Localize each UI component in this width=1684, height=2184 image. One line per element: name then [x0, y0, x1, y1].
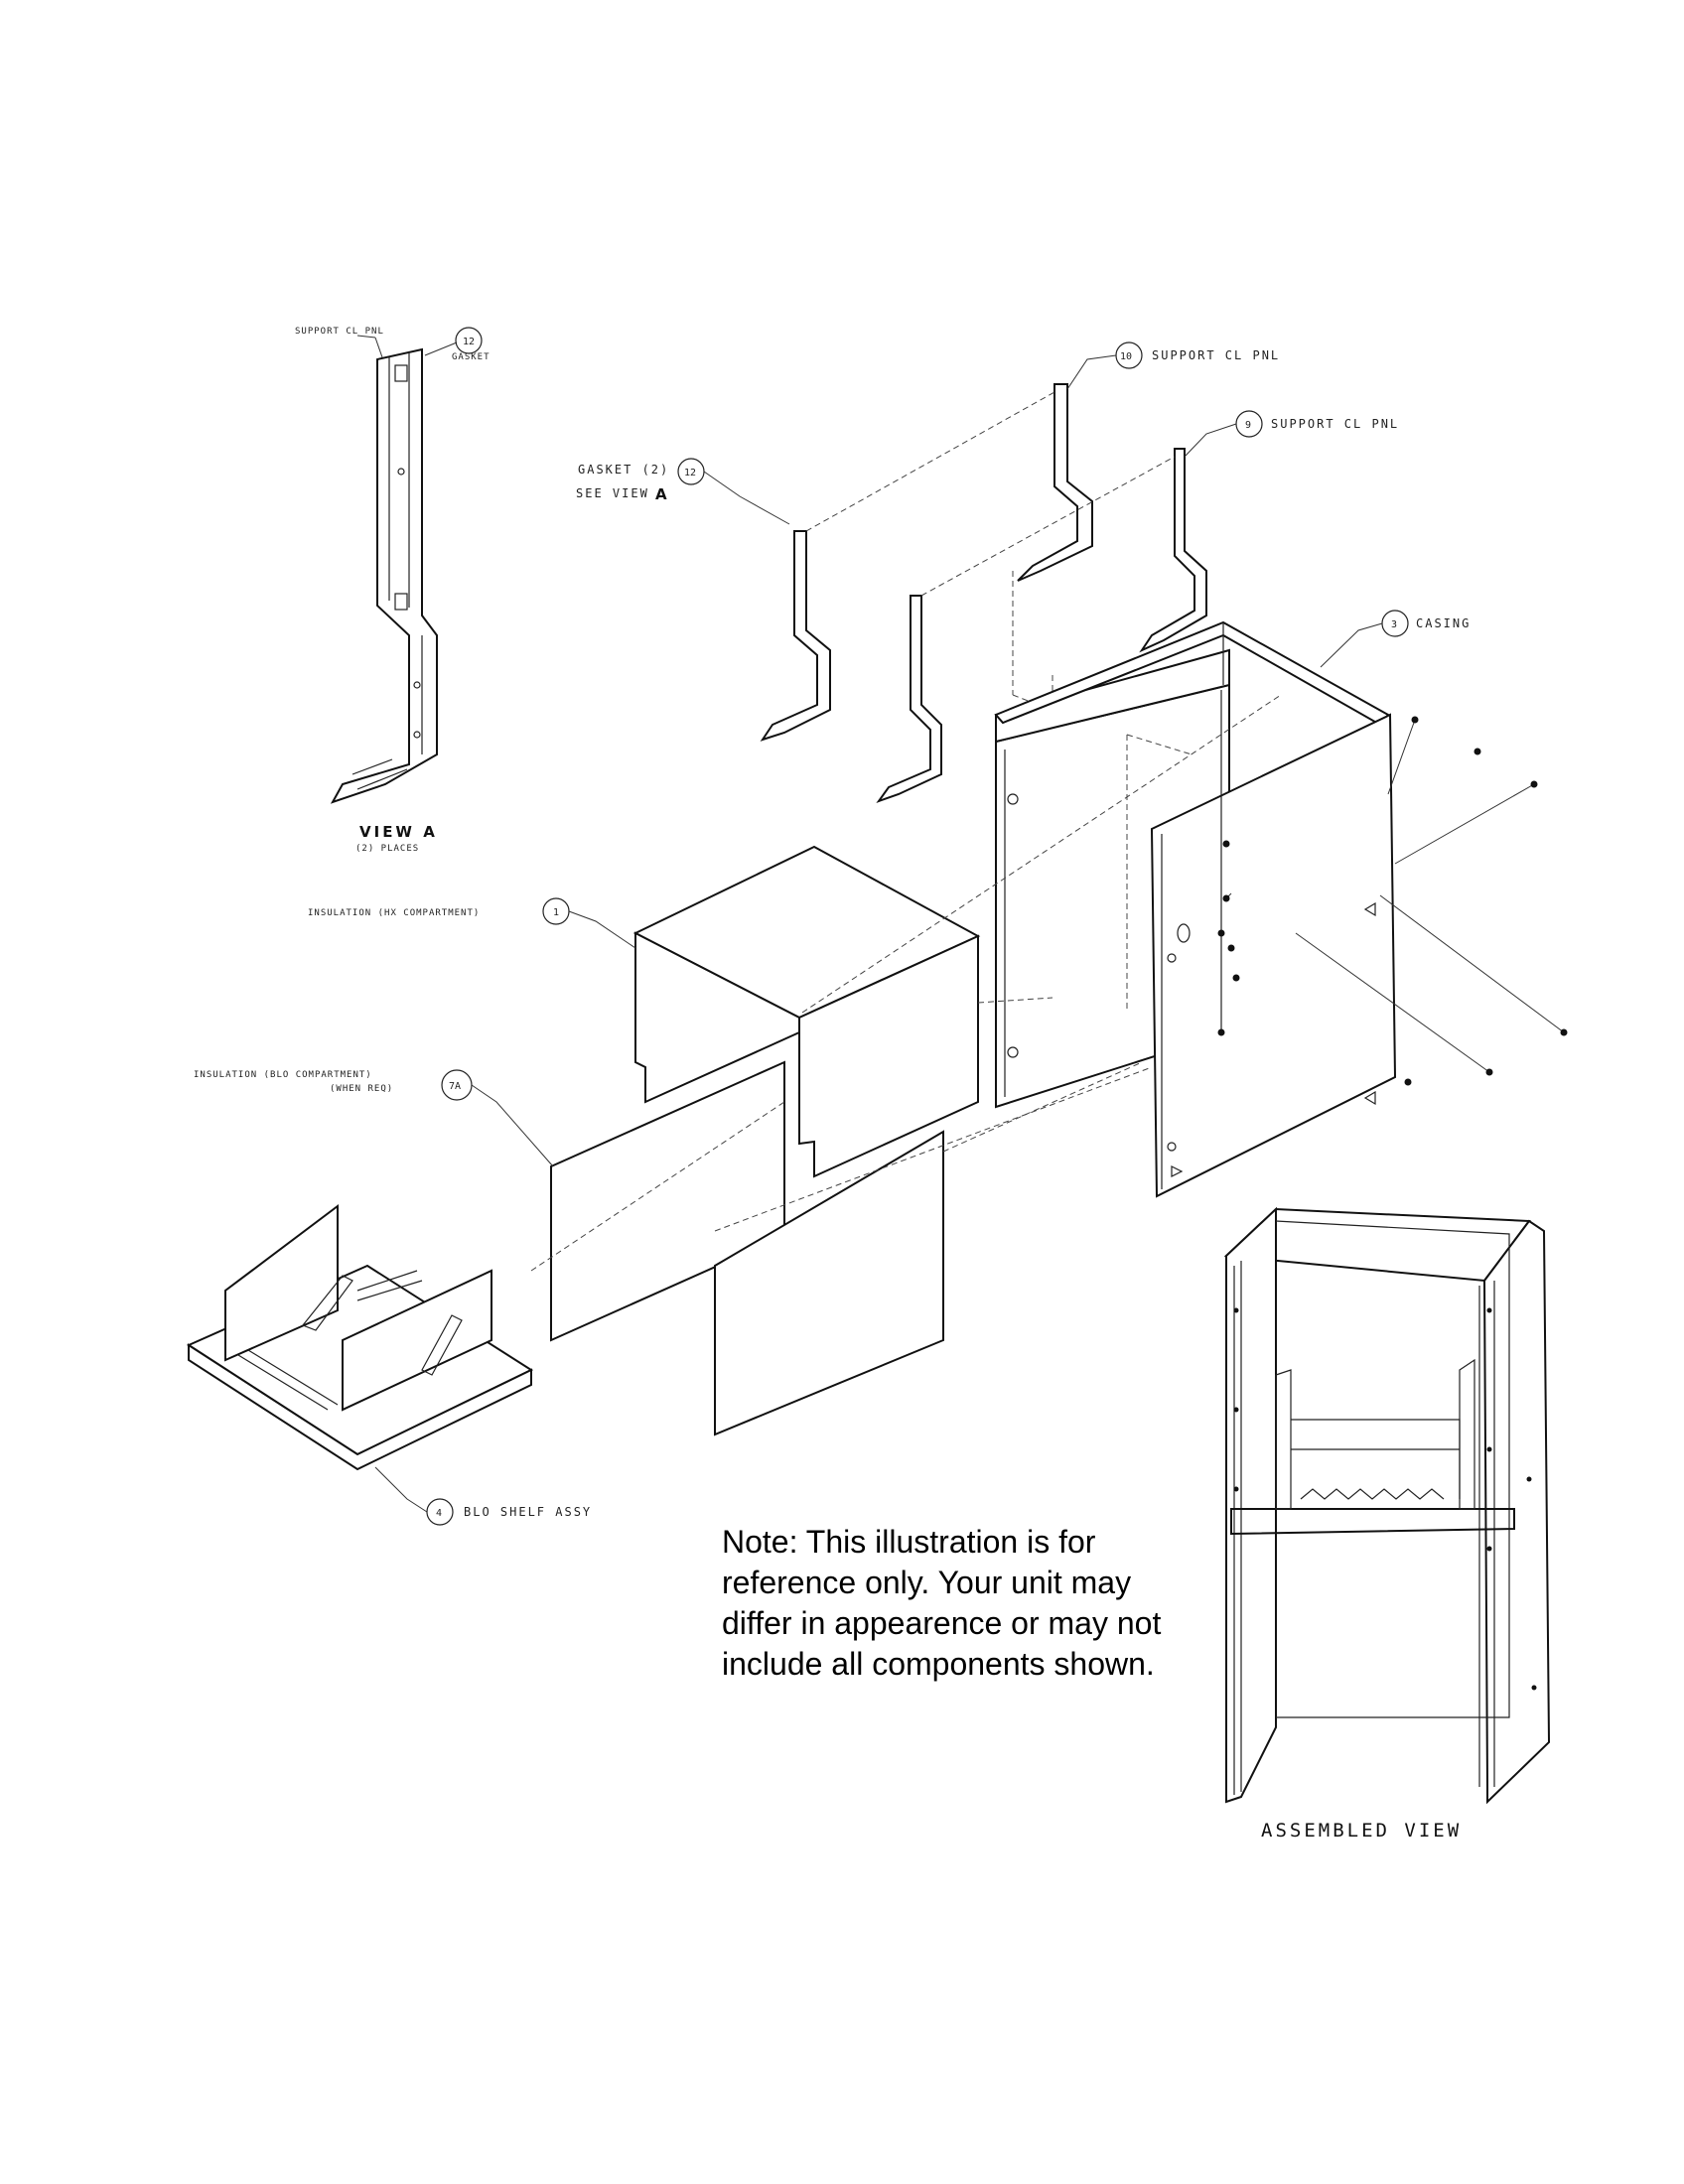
callout-3-number: 3 — [1391, 619, 1397, 630]
insulation-hx-part — [632, 845, 981, 1178]
callout-3-label: CASING — [1416, 616, 1471, 630]
callout-7a-sublabel: (WHEN REQ) — [330, 1084, 393, 1094]
note-line-3: differ in appearence or may not — [722, 1605, 1162, 1641]
callout-9-number: 9 — [1245, 420, 1251, 431]
blo-shelf-part — [186, 1203, 534, 1471]
callout-12-gasket — [677, 458, 790, 525]
assembled-view-drawing — [1223, 1206, 1551, 1805]
gasket-part-left — [760, 530, 831, 742]
callout-view-letter: A — [655, 485, 670, 503]
callout-9 — [1184, 410, 1263, 458]
view-a-title: VIEW A — [359, 823, 438, 841]
casing-screws — [1217, 716, 1568, 1086]
support-cl-pnl-10 — [1017, 383, 1093, 582]
view-a-support-detail — [330, 327, 483, 804]
callout-3 — [1320, 610, 1409, 668]
reference-note: Note: This illustration is for reference… — [722, 1522, 1198, 1685]
assembled-view-label: ASSEMBLED VIEW — [1261, 1820, 1462, 1842]
note-line-1: Note: This illustration is for — [722, 1524, 1096, 1560]
callout-10-number: 10 — [1120, 351, 1132, 362]
callout-7a — [441, 1069, 554, 1167]
callout-7a-number: 7A — [449, 1081, 461, 1092]
gasket-part-right — [876, 595, 942, 803]
callout-12-gasket-number: 12 — [684, 468, 696, 478]
callout-gasket-label: GASKET (2) — [578, 463, 669, 477]
callout-4-label: BLO SHELF ASSY — [464, 1505, 592, 1519]
casing-part — [994, 620, 1397, 1198]
support-cl-pnl-9 — [1139, 448, 1207, 653]
callout-9-label: SUPPORT CL PNL — [1271, 417, 1399, 431]
callout-see-view-label: SEE VIEW — [576, 486, 649, 500]
callout-10 — [1066, 341, 1143, 390]
callout-4-number: 4 — [436, 1508, 442, 1519]
callout-1-number: 1 — [553, 907, 559, 918]
callout-1 — [542, 897, 636, 949]
callout-1-label: INSULATION (HX COMPARTMENT) — [308, 908, 480, 918]
callout-10-label: SUPPORT CL PNL — [1152, 348, 1280, 362]
view-a-gasket-label: GASKET — [452, 352, 491, 362]
callout-4 — [374, 1466, 454, 1526]
callout-7a-label: INSULATION (BLO COMPARTMENT) — [194, 1070, 372, 1080]
view-a-subtitle: (2) PLACES — [355, 844, 419, 854]
callout-12-number: 12 — [463, 337, 475, 347]
view-a-support-label: SUPPORT CL PNL — [295, 327, 384, 337]
insulation-blo-part — [550, 1060, 944, 1436]
note-line-2: reference only. Your unit may — [722, 1565, 1132, 1600]
note-line-4: include all components shown. — [722, 1646, 1155, 1682]
